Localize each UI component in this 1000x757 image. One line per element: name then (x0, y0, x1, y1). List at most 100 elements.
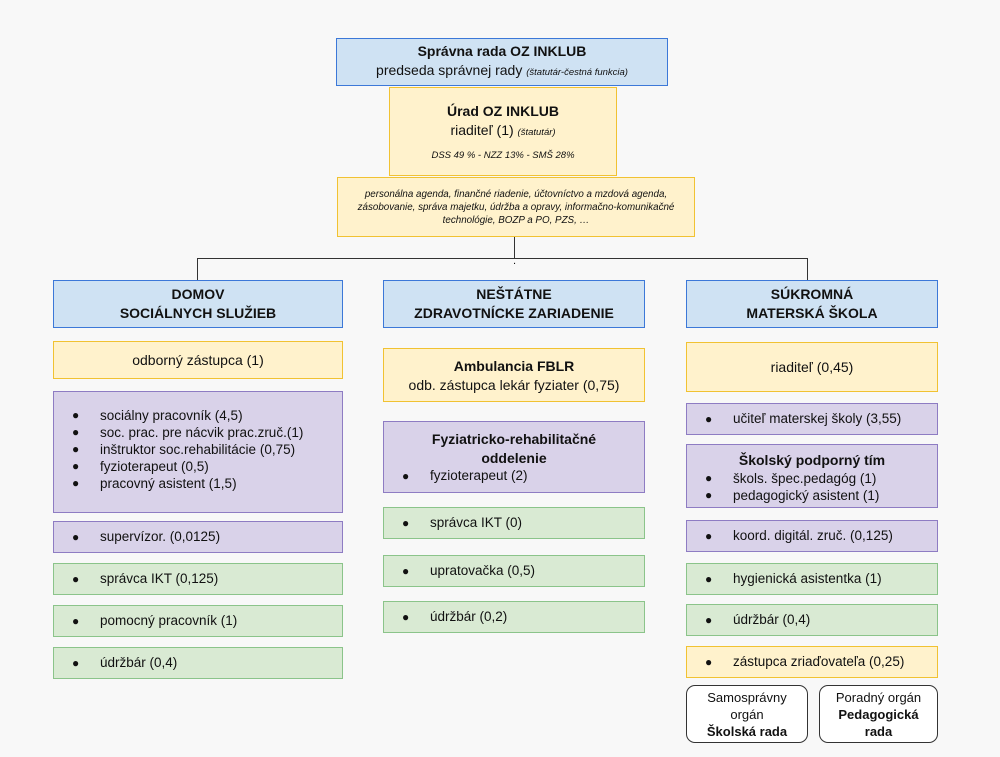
list-item-label: soc. prac. pre nácvik prac.zruč.(1) (100, 425, 304, 440)
list-item-label: škols. špec.pedagóg (1) (733, 471, 877, 486)
bullet-icon: ● (402, 468, 410, 483)
bullet-icon: ● (705, 571, 713, 586)
col3-digital-label: koord. digitál. zruč. (0,125) (733, 528, 893, 543)
school-council-line3: Školská rada (706, 723, 788, 739)
col1-maint-label: údržbár (0,4) (100, 655, 178, 670)
list-item: ● fyzioterapeut (0,5) (72, 458, 342, 475)
office-duties: personálna agenda, finančné riadenie, úč… (357, 188, 675, 226)
connector-vertical-top (514, 237, 515, 258)
col2-maint: ● údržbár (0,2) (383, 601, 645, 633)
col2-header: NEŠTÁTNE ZDRAVOTNÍCKE ZARIADENIE (383, 280, 645, 328)
col3-teacher-label: učiteľ materskej školy (3,55) (733, 411, 902, 426)
director-label: riaditeľ (1) (450, 122, 514, 138)
list-item: ● pedagogický asistent (1) (705, 487, 937, 504)
connector-horizontal (197, 258, 808, 259)
ped-council-line1: Poradný orgán (835, 689, 922, 705)
col2-ikt-label: správca IKT (0) (430, 515, 523, 530)
col2-dept-item: fyzioterapeut (2) (430, 468, 528, 483)
col1-list: ● sociálny pracovník (4,5) ● soc. prac. pre… (72, 407, 342, 492)
bullet-icon: ● (705, 528, 713, 543)
list-item-label: sociálny pracovník (4,5) (100, 408, 243, 423)
col3-founder-label: zástupca zriaďovateľa (0,25) (733, 654, 905, 669)
school-council-line1: Samosprávny (707, 689, 787, 705)
col1-maint: ● údržbár (0,4) (53, 647, 343, 679)
col2-ambulance-sub: odb. zástupca lekár fyziater (0,75) (408, 376, 620, 393)
col3-header: SÚKROMNÁ MATERSKÁ ŠKOLA (686, 280, 938, 328)
col3-hygiene: ● hygienická asistentka (1) (686, 563, 938, 595)
col2-ambulance: Ambulancia FBLR odb. zástupca lekár fyzi… (383, 348, 645, 402)
col3-team-title: Školský podporný tím (738, 452, 886, 468)
connector-left (197, 258, 198, 280)
col2-department: Fyziatricko-rehabilitačné oddelenie ● fyz… (383, 421, 645, 493)
bullet-icon: ● (72, 476, 80, 490)
col1-supervisor-label: supervízor. (0,0125) (100, 529, 221, 544)
board-chair: predseda správnej rady (376, 62, 523, 78)
col3-team-list: ● škols. špec.pedagóg (1) ● pedagogický asi… (687, 470, 937, 504)
col2-cleaner-label: upratovačka (0,5) (430, 563, 536, 578)
director-note: (štatutár) (517, 127, 556, 138)
list-item-label: inštruktor soc.rehabilitácie (0,75) (100, 442, 296, 457)
list-item-label: pracovný asistent (1,5) (100, 476, 237, 491)
bullet-icon: ● (72, 442, 80, 456)
col2-ikt: ● správca IKT (0) (383, 507, 645, 539)
col1-ikt: ● správca IKT (0,125) (53, 563, 343, 595)
col1-deputy-label: odborný zástupca (1) (132, 352, 264, 368)
col3-founder: ● zástupca zriaďovateľa (0,25) (686, 646, 938, 678)
bullet-icon: ● (402, 609, 410, 624)
col1-ikt-label: správca IKT (0,125) (100, 571, 219, 586)
office-duties-box: personálna agenda, finančné riadenie, úč… (337, 177, 695, 237)
board-subtitle: predseda správnej rady (štatutár-čestná … (376, 61, 628, 82)
col2-maint-label: údržbár (0,2) (430, 609, 508, 624)
board-note: (štatutár-čestná funkcia) (526, 67, 628, 78)
col3-hygiene-label: hygienická asistentka (1) (733, 571, 882, 586)
col1-header-line2: SOCIÁLNYCH SLUŽIEB (119, 305, 277, 321)
col3-digital: ● koord. digitál. zruč. (0,125) (686, 520, 938, 552)
pedagogical-council-box: Poradný orgán Pedagogická rada (819, 685, 938, 743)
bullet-icon: ● (705, 471, 713, 485)
bullet-icon: ● (72, 408, 80, 422)
col1-helper-label: pomocný pracovník (1) (100, 613, 238, 628)
connector-right (807, 258, 808, 280)
bullet-icon: ● (402, 515, 410, 530)
bullet-icon: ● (705, 411, 713, 426)
col1-supervisor: ●supervízor. (0,0125) (53, 521, 343, 553)
col1-header: DOMOV SOCIÁLNYCH SLUŽIEB (53, 280, 343, 328)
list-item-label: pedagogický asistent (1) (733, 488, 880, 503)
office-box: Úrad OZ INKLUB riaditeľ (1) (štatutár) D… (389, 87, 617, 176)
list-item: ● soc. prac. pre nácvik prac.zruč.(1) (72, 424, 342, 441)
bullet-icon: ● (72, 655, 80, 670)
bullet-icon: ● (705, 654, 713, 669)
bullet-icon: ● (72, 571, 80, 586)
list-item: ● inštruktor soc.rehabilitácie (0,75) (72, 441, 342, 458)
bullet-icon: ● (72, 425, 80, 439)
office-ratio: DSS 49 % - NZZ 13% - SMŠ 28% (431, 150, 575, 161)
col3-maint: ● údržbár (0,4) (686, 604, 938, 636)
board-title: Správna rada OZ INKLUB (417, 43, 587, 59)
col3-teacher: ● učiteľ materskej školy (3,55) (686, 403, 938, 435)
bullet-icon: ● (72, 459, 80, 473)
stray-dot: . (513, 255, 517, 267)
col3-director: riaditeľ (0,45) (686, 342, 938, 392)
col2-dept-title2: oddelenie (481, 450, 547, 466)
bullet-icon: ● (705, 488, 713, 502)
school-council-line2: orgán (730, 706, 764, 722)
col3-header-line1: SÚKROMNÁ (770, 286, 854, 302)
col1-helper: ●pomocný pracovník (1) (53, 605, 343, 637)
col3-maint-label: údržbár (0,4) (733, 612, 811, 627)
governing-board-box: Správna rada OZ INKLUB predseda správnej… (336, 38, 668, 86)
col2-ambulance-title: Ambulancia FBLR (453, 357, 575, 374)
col2-dept-title1: Fyziatricko-rehabilitačné (431, 431, 597, 447)
ped-council-line2: Pedagogická (838, 706, 919, 722)
bullet-icon: ● (705, 612, 713, 627)
col3-director-label: riaditeľ (0,45) (770, 359, 854, 375)
school-council-box: Samosprávny orgán Školská rada (686, 685, 808, 743)
col2-cleaner: ● upratovačka (0,5) (383, 555, 645, 587)
ped-council-line3: rada (864, 723, 893, 739)
col1-staff-list: ● sociálny pracovník (4,5) ● soc. prac. pre… (53, 391, 343, 513)
office-title: Úrad OZ INKLUB (447, 103, 559, 119)
col2-header-line2: ZDRAVOTNÍCKE ZARIADENIE (414, 305, 614, 321)
list-item: ● pracovný asistent (1,5) (72, 475, 342, 492)
office-director: riaditeľ (1) (štatutár) (450, 121, 555, 142)
list-item-label: fyzioterapeut (0,5) (100, 459, 209, 474)
bullet-icon: ● (402, 563, 410, 578)
